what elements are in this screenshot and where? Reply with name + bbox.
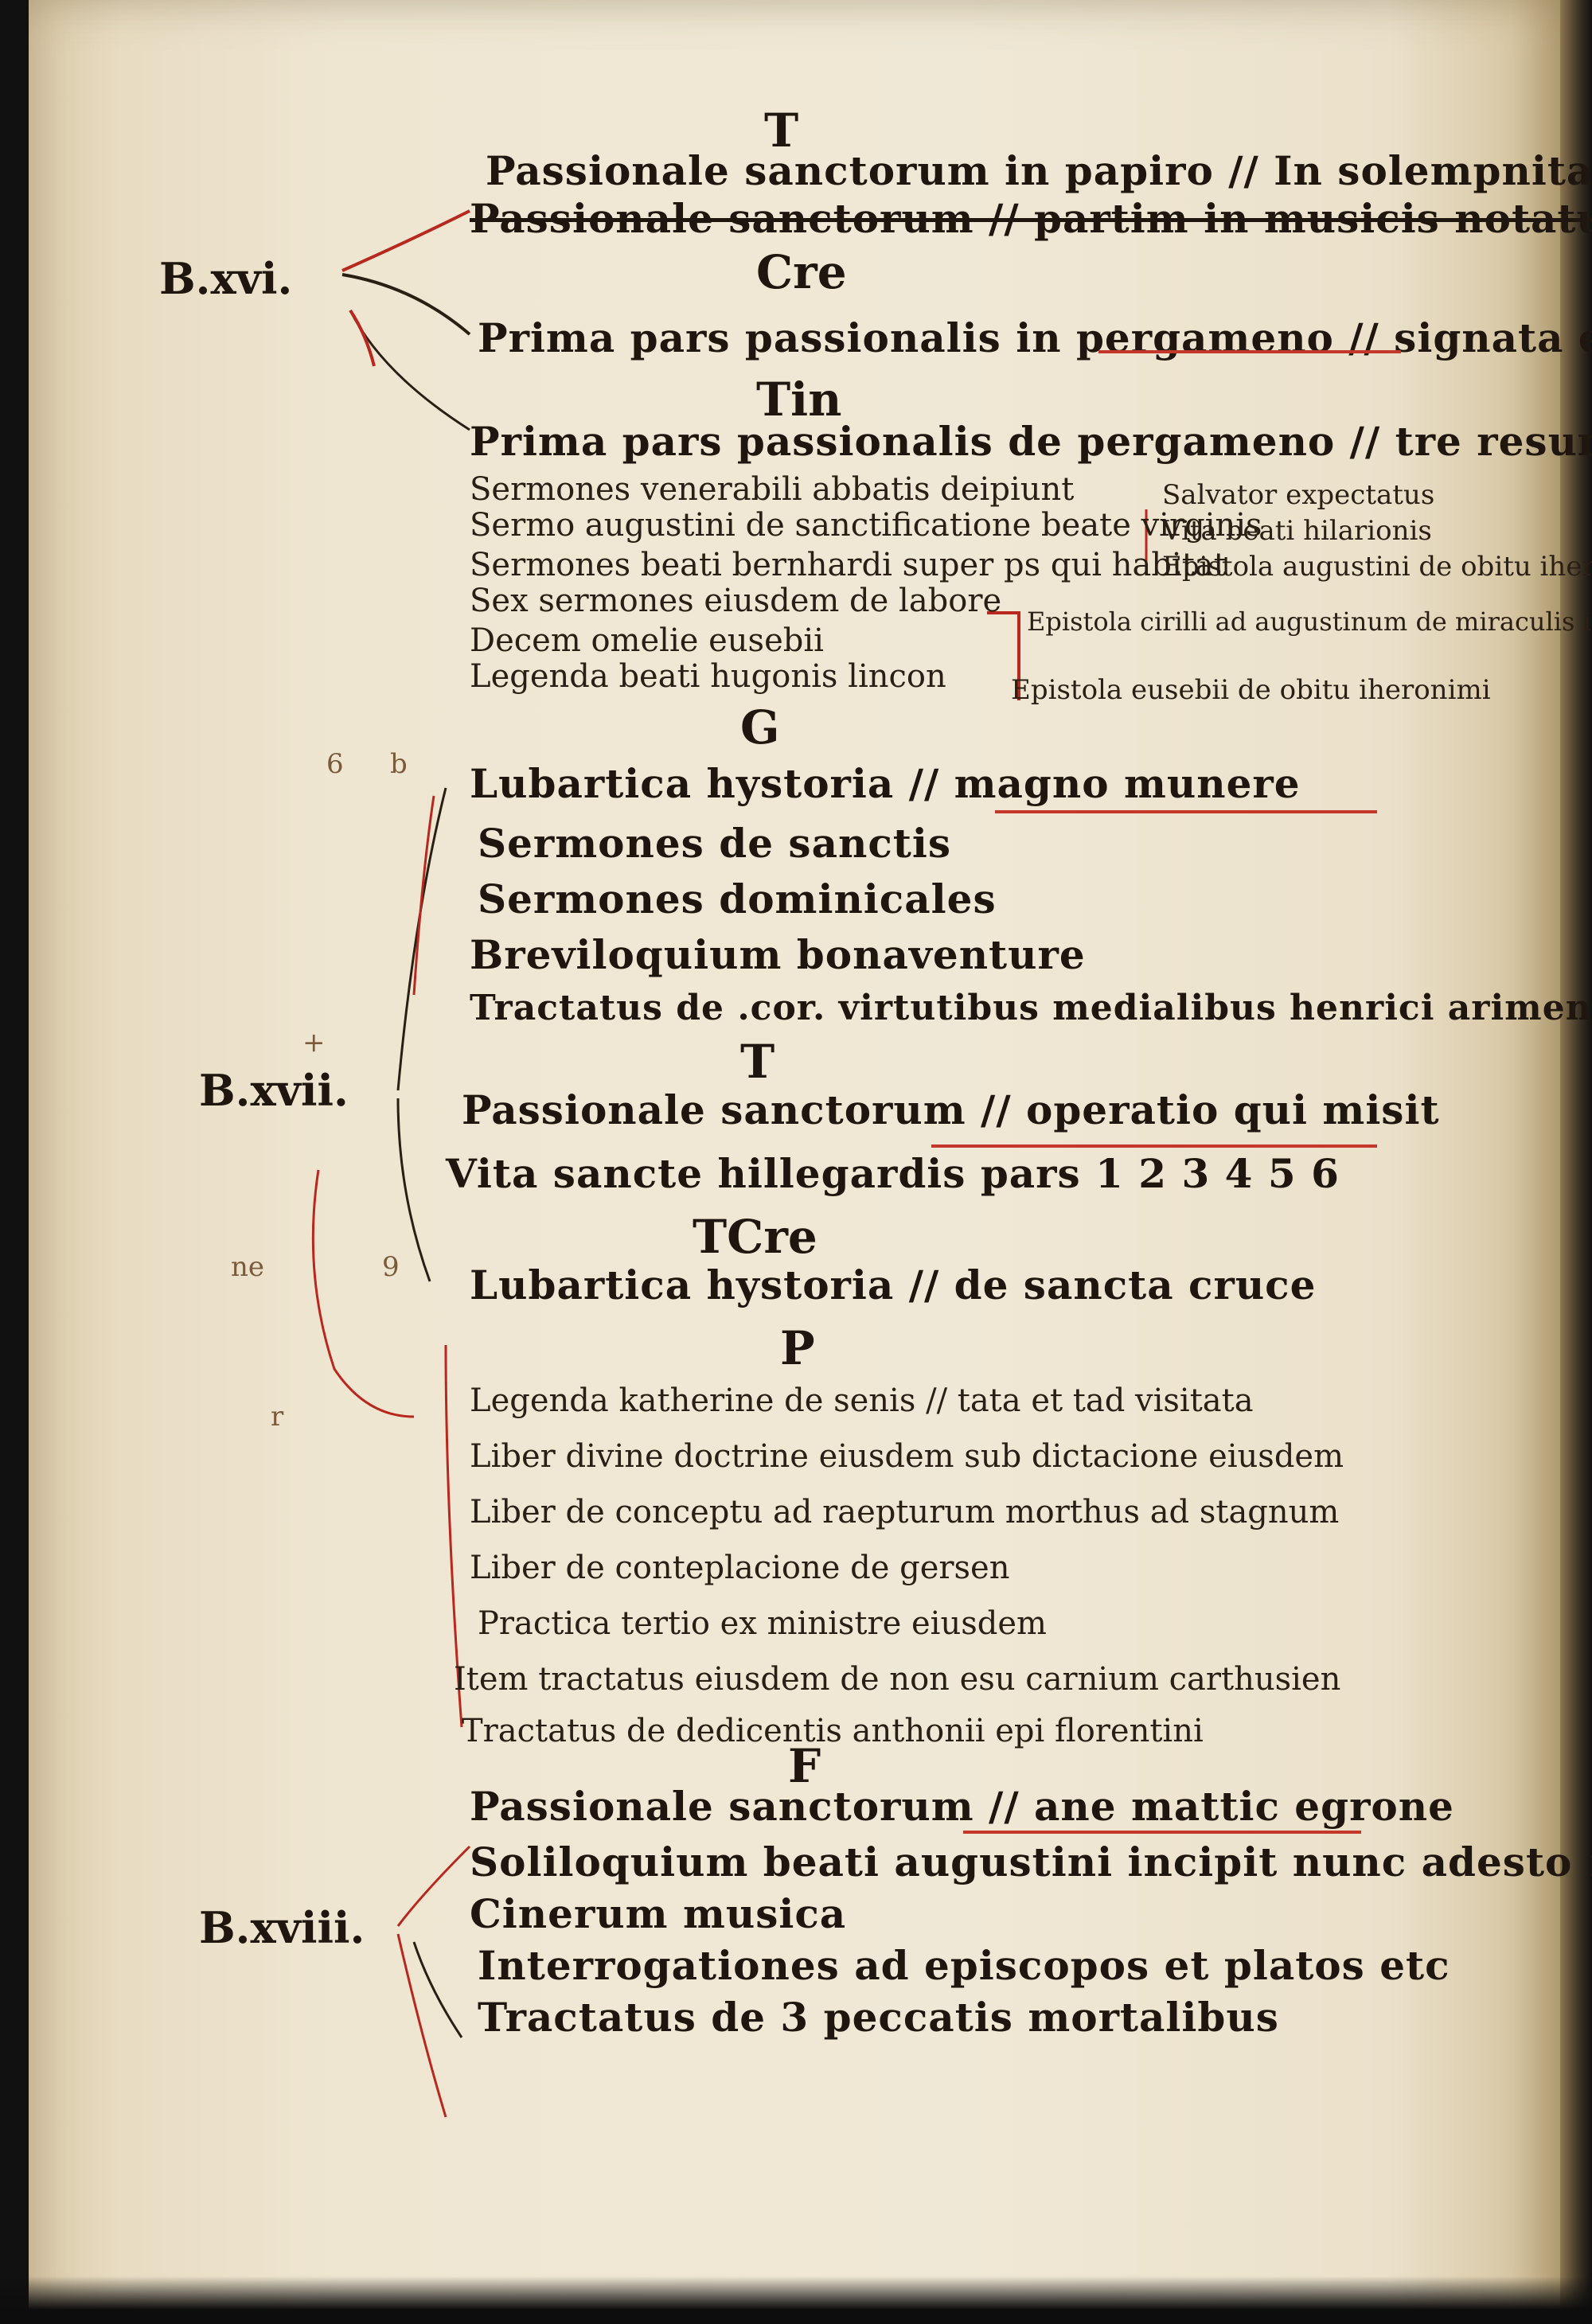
entry-line: Epistola eusebii de obitu iheronimi (1011, 674, 1491, 706)
rubric-underline (931, 1144, 1377, 1148)
margin-note: ne (231, 1251, 265, 1283)
entry-line: Passionale sanctorum // partim in musici… (470, 195, 1592, 242)
section-heading: Tin (756, 372, 842, 427)
entry-line: Sex sermones eiusdem de labore (470, 583, 1002, 619)
entry-line: Liber de conteplacione de gersen (470, 1550, 1010, 1586)
entry-line: Epistola cirilli ad augustinum de miracu… (1027, 606, 1592, 637)
entry-line: Lubartica hystoria // de sancta cruce (470, 1261, 1317, 1308)
entry-line: Prima pars passionalis in pergameno // s… (478, 314, 1592, 361)
margin-note: 6 (326, 748, 344, 780)
entry-line: Sermones beati bernhardi super ps qui ha… (470, 547, 1227, 583)
entry-line: Prima pars passionalis de pergameno // t… (470, 418, 1592, 465)
margin-note: 9 (382, 1251, 400, 1283)
section-heading: Cre (756, 245, 847, 299)
bracket-stroke (987, 611, 1020, 700)
page-edge (1560, 0, 1592, 2324)
manuscript-page (29, 0, 1573, 2324)
entry-line: Salvator expectatus (1162, 479, 1435, 511)
entry-line: Sermo augustini de sanctificatione beate… (470, 507, 1262, 544)
margin-note: + (302, 1027, 326, 1059)
margin-note: r (271, 1401, 284, 1433)
section-heading: P (780, 1321, 815, 1375)
bracket-stroke (412, 1941, 463, 2038)
rubric-underline (1098, 350, 1401, 353)
bracket-stroke (349, 309, 376, 367)
bracket-stroke (444, 1344, 463, 1728)
entry-line: Epistola augustini de obitu iheronimi (1162, 551, 1592, 583)
bracket-stroke (396, 1845, 471, 1927)
shelfmark-b-xvi: B.xvi. (159, 253, 293, 304)
entry-line: Decem omelie eusebii (470, 622, 824, 659)
entry-line: Sermones dominicales (478, 875, 997, 922)
section-heading: F (788, 1739, 821, 1793)
section-heading: T (764, 103, 799, 158)
entry-line: Breviloquium bonaventure (470, 931, 1086, 978)
bracket-stroke (341, 273, 471, 336)
entry-line: Liber de conceptu ad raepturum morthus a… (470, 1494, 1340, 1530)
entry-line: Interrogationes ad episcopos et platos e… (478, 1942, 1450, 1989)
entry-line: Item tractatus eiusdem de non esu carniu… (454, 1661, 1341, 1698)
section-heading: T (740, 1035, 775, 1089)
entry-line: Practica tertio ex ministre eiusdem (478, 1605, 1047, 1642)
entry-line: Cinerum musica (470, 1890, 847, 1937)
entry-line: Sermones venerabili abbatis deipiunt (470, 471, 1075, 508)
entry-line: Passionale sanctorum in papiro // In sol… (486, 147, 1592, 194)
entry-line: Liber divine doctrine eiusdem sub dictac… (470, 1438, 1344, 1475)
scan-border (0, 2276, 1592, 2324)
section-heading: TCre (693, 1210, 817, 1264)
entry-line: Passionale sanctorum // ane mattic egron… (470, 1783, 1454, 1830)
entry-line: Vita sancte hillegardis pars 1 2 3 4 5 6 (446, 1150, 1340, 1197)
rubric-underline (995, 810, 1377, 813)
bracket-stroke (396, 787, 447, 1091)
entry-line: Tractatus de 3 peccatis mortalibus (478, 1994, 1279, 2041)
entry-line: Passionale sanctorum // operatio qui mis… (462, 1086, 1440, 1133)
bracket-stroke (396, 1098, 431, 1282)
entry-line: Lubartica hystoria // magno munere (470, 760, 1301, 807)
entry-line: Vita beati hilarionis (1162, 515, 1432, 547)
bracket-stroke (341, 209, 470, 272)
entry-line: Legenda beati hugonis lincon (470, 658, 946, 695)
shelfmark-b-xvii: B.xvii. (199, 1065, 349, 1116)
bracket-stroke (311, 1169, 415, 1418)
entry-line: Legenda katherine de senis // tata et ta… (470, 1382, 1254, 1419)
rubric-underline (963, 1831, 1361, 1834)
bracket-stroke (349, 310, 470, 431)
shelfmark-b-xviii: B.xviii. (199, 1902, 365, 1953)
entry-line: Tractatus de dedicentis anthonii epi flo… (462, 1713, 1204, 1749)
entry-line: Sermones de sanctis (478, 820, 952, 867)
entry-line: Soliloquium beati augustini incipit nunc… (470, 1839, 1592, 1885)
bracket-stroke (412, 795, 435, 996)
margin-note: b (390, 748, 408, 780)
bracket-stroke (396, 1933, 447, 2118)
entry-line: Tractatus de .cor. virtutibus medialibus… (470, 988, 1592, 1028)
section-heading: G (740, 700, 780, 755)
